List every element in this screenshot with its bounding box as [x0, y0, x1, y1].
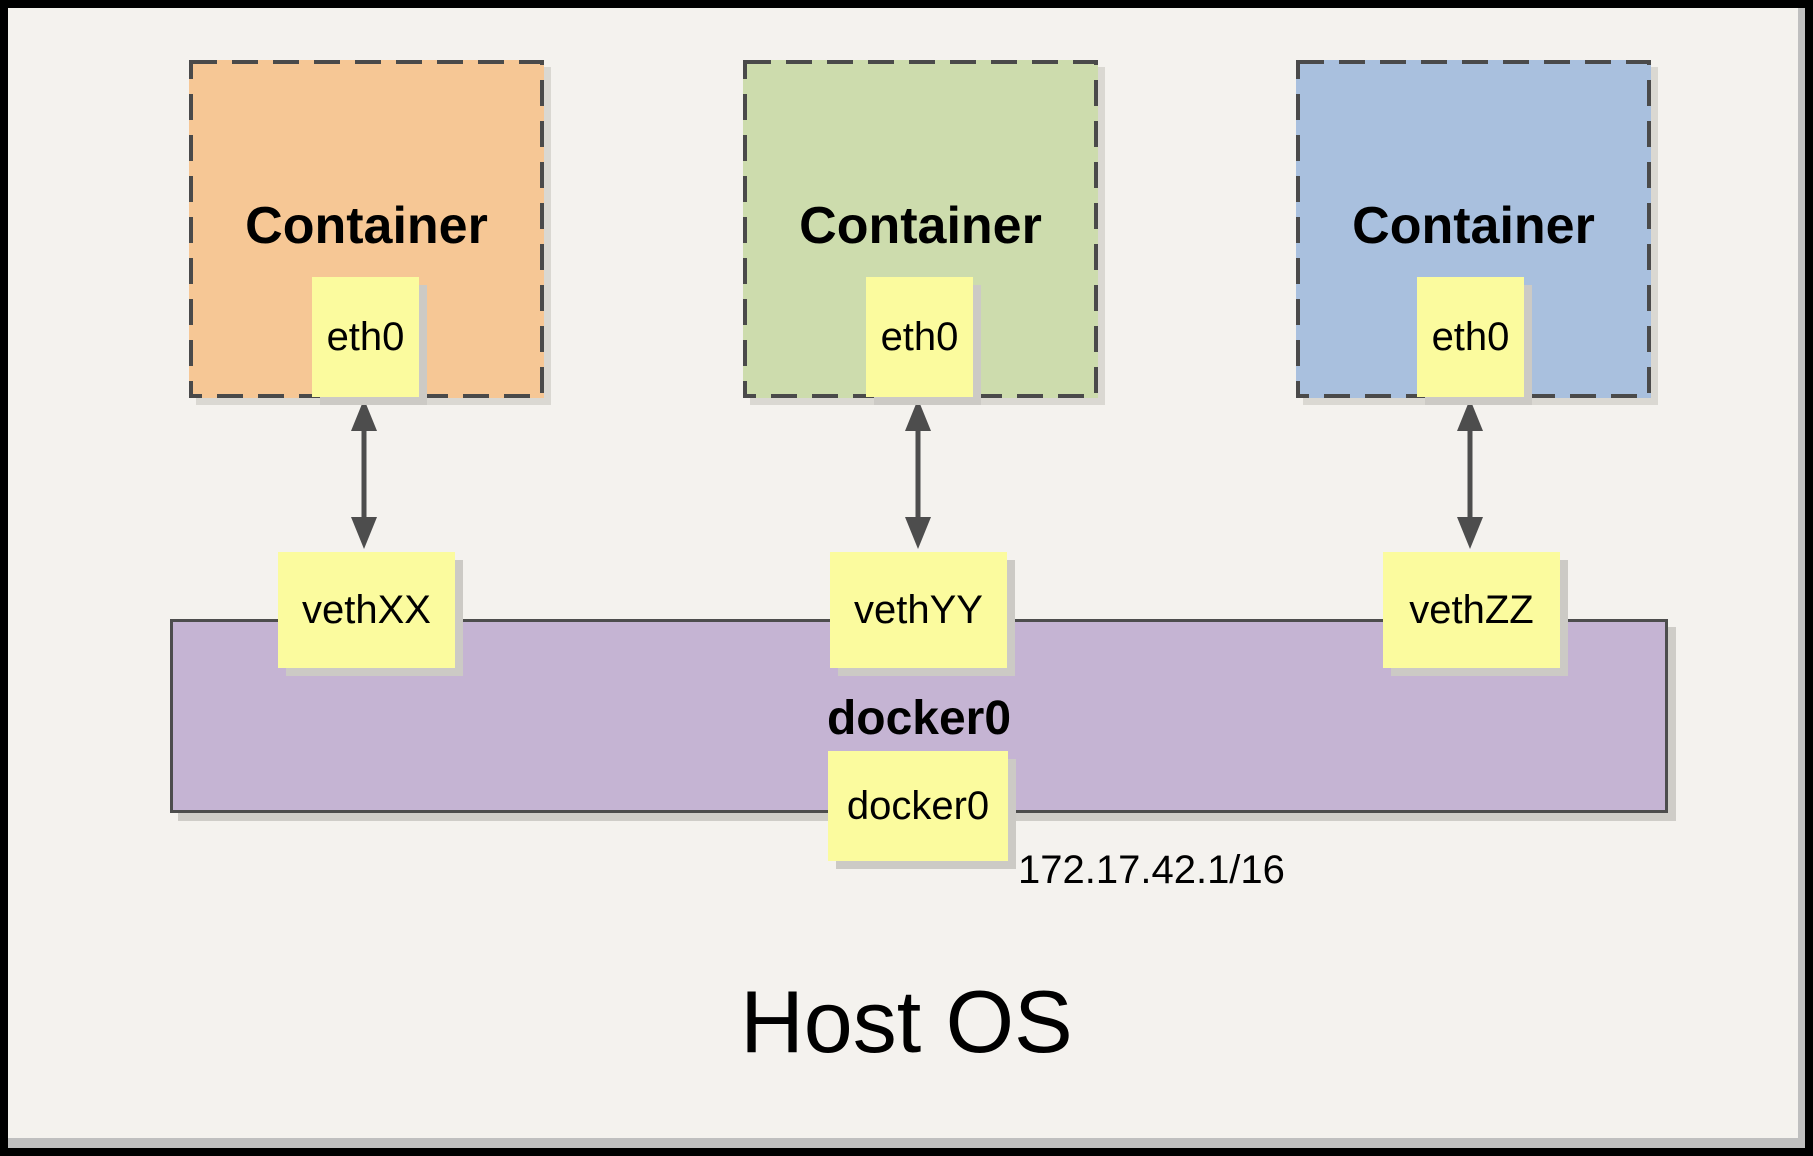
bridge-interface-label: docker0 — [846, 783, 990, 828]
bridge-name-label: docker0 — [826, 692, 1012, 745]
veth-label-1: vethXX — [302, 587, 431, 632]
container-3-label: Container — [1352, 197, 1595, 255]
double-arrow-icon-2 — [905, 399, 931, 549]
eth0-note-1: eth0 — [312, 277, 419, 397]
diagram-canvas: Container Container Container eth0 eth0 … — [8, 8, 1805, 1148]
dashed-border — [743, 60, 1098, 398]
double-arrow-icon-3 — [1457, 399, 1483, 549]
eth0-label-1: eth0 — [326, 314, 405, 359]
eth0-note-3: eth0 — [1417, 277, 1524, 397]
veth-label-2: vethYY — [854, 587, 983, 632]
bridge-interface-note: docker0 — [828, 751, 1008, 861]
veth-note-3: vethZZ — [1383, 552, 1560, 668]
container-1-label: Container — [245, 197, 488, 255]
eth0-label-2: eth0 — [880, 314, 959, 359]
bridge-ip-label: 172.17.42.1/16 — [1018, 848, 1285, 892]
veth-note-2: vethYY — [830, 552, 1007, 668]
dashed-border — [1296, 60, 1651, 398]
host-os-label: Host OS — [740, 972, 1073, 1071]
dashed-border — [189, 60, 544, 398]
container-2-label: Container — [799, 197, 1042, 255]
double-arrow-icon-1 — [351, 399, 377, 549]
veth-note-1: vethXX — [278, 552, 455, 668]
eth0-note-2: eth0 — [866, 277, 973, 397]
eth0-label-3: eth0 — [1431, 314, 1510, 359]
veth-label-3: vethZZ — [1409, 587, 1534, 632]
